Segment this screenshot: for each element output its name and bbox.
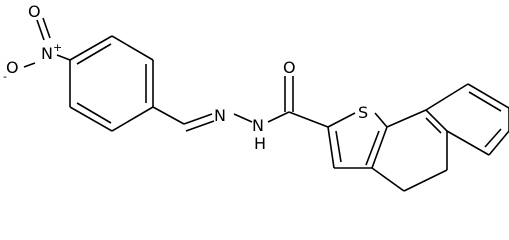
atom-n-hydrazone-1: N — [214, 106, 226, 125]
atom-o-nitro-left: O — [6, 58, 19, 77]
bond-ring3-e — [467, 83, 509, 109]
atom-n-hydrazone-2: N — [252, 116, 264, 135]
bond-ring3-e-inner — [468, 91, 502, 112]
bond-ring3-f — [425, 83, 469, 111]
molecule-structure: O N + O - N N H O S — [3, 2, 509, 192]
bond-ring1-b — [111, 35, 154, 61]
atom-labels: O N + O - N N H O S — [3, 2, 368, 153]
bond-n-n — [233, 113, 253, 123]
atom-s-thiophene: S — [358, 103, 368, 122]
atom-n-nitro: N — [41, 44, 53, 63]
bond-ring1-a — [69, 35, 113, 61]
bond-ch2-ch2 — [403, 169, 448, 192]
bond-thio-c3-c2 — [327, 126, 335, 169]
bond-c-thiophene — [288, 111, 329, 128]
bond-n-ring — [56, 54, 71, 61]
atom-o-carbonyl: O — [283, 58, 296, 77]
bond-ch-n-double-a — [183, 113, 213, 125]
bond-thio-c2-s — [327, 112, 356, 128]
bond-ring1-e — [69, 106, 113, 132]
bond-benzo-c7a — [386, 109, 427, 128]
atom-n-nitro-charge: + — [53, 41, 62, 54]
atom-h-amide: H — [254, 134, 266, 153]
bond-thio-c7a-c3a — [371, 126, 388, 169]
bond-ring-ch — [152, 106, 185, 125]
bond-ring1-d — [111, 106, 154, 132]
atom-o-nitro-top: O — [28, 2, 41, 21]
bond-ch-n-double-b — [185, 120, 215, 132]
bond-no-double-a — [36, 19, 45, 41]
atom-o-nitro-left-charge: - — [3, 70, 7, 83]
bond-ring3-b — [446, 130, 490, 156]
bond-ring3-a-inner — [425, 117, 442, 134]
bond-no-double-b — [42, 17, 51, 39]
bond-thio-c7a-c3a-inner — [365, 130, 380, 166]
bond-n-o-single — [23, 62, 36, 68]
bond-ring3-a — [425, 109, 448, 132]
bond-ring1-a-inner — [76, 43, 112, 65]
bond-ring3-c — [488, 130, 509, 156]
bond-lines — [23, 17, 509, 192]
molecule-canvas: O N + O - N N H O S — [3, 2, 509, 192]
bond-ring3-c-inner — [484, 128, 502, 148]
bond-thio-c3-c2-inner — [335, 130, 342, 163]
bond-nh-c — [267, 111, 290, 123]
bond-ring1-e-inner — [76, 102, 112, 124]
bond-thio-s-c7a — [374, 112, 388, 128]
bond-c3a-ch2 — [371, 167, 405, 192]
